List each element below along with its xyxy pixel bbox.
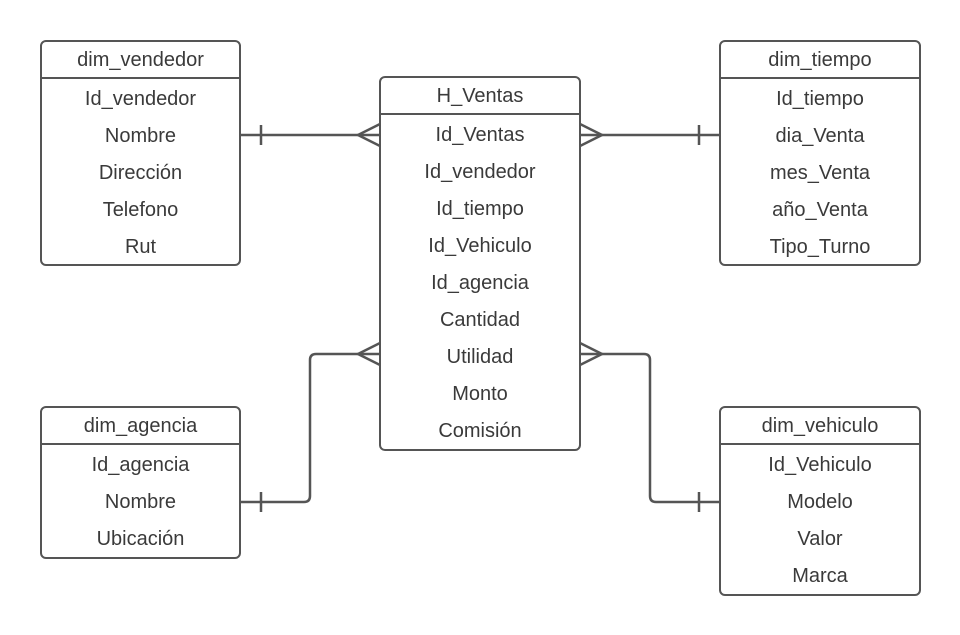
field-id-tiempo: Id_tiempo (436, 198, 524, 220)
entity-title: H_Ventas (381, 78, 579, 115)
field-comision: Comisión (438, 420, 522, 442)
entity-dim-vendedor[interactable]: dim_vendedor Id_vendedor Nombre Direcció… (40, 40, 241, 266)
field-id-agencia: Id_agencia (431, 272, 529, 294)
field-id-vendedor: Id_vendedor (84, 88, 197, 110)
field-modelo: Modelo (787, 491, 853, 513)
field-ano-venta: año_Venta (772, 199, 868, 221)
field-id-agencia: Id_agencia (91, 454, 190, 476)
many-crowfoot (356, 341, 381, 367)
entity-dim-vehiculo[interactable]: dim_vehiculo Id_Vehiculo Modelo Valor Ma… (719, 406, 921, 596)
field-utilidad: Utilidad (446, 346, 514, 368)
relationship-agencia-ventas (240, 341, 381, 512)
field-id-vehiculo: Id_Vehiculo (428, 235, 532, 257)
field-mes-venta: mes_Venta (769, 162, 871, 184)
field-nombre: Nombre (104, 491, 177, 513)
relationship-tiempo-ventas (579, 122, 720, 148)
field-valor: Valor (797, 528, 843, 550)
many-crowfoot (579, 341, 604, 367)
many-crowfoot (356, 122, 381, 148)
field-nombre: Nombre (104, 125, 177, 147)
entity-title: dim_agencia (42, 408, 239, 445)
entity-title: dim_vendedor (42, 42, 239, 79)
field-id-vehiculo: Id_Vehiculo (768, 454, 872, 476)
field-telefono: Telefono (102, 199, 179, 221)
entity-h-ventas[interactable]: H_Ventas Id_Ventas Id_vendedor Id_tiempo… (379, 76, 581, 451)
field-monto: Monto (452, 383, 508, 405)
entity-title: dim_vehiculo (721, 408, 919, 445)
relationship-vehiculo-ventas (579, 341, 720, 512)
field-marca: Marca (792, 565, 848, 587)
field-tipo-turno: Tipo_Turno (769, 236, 871, 258)
entity-dim-agencia[interactable]: dim_agencia Id_agencia Nombre Ubicación (40, 406, 241, 559)
field-id-tiempo: Id_tiempo (776, 88, 864, 110)
entity-dim-tiempo[interactable]: dim_tiempo Id_tiempo dia_Venta mes_Venta… (719, 40, 921, 266)
field-direccion: Dirección (98, 162, 183, 184)
relationship-vendedor-ventas (240, 122, 381, 148)
field-ubicacion: Ubicación (96, 528, 185, 550)
field-dia-venta: dia_Venta (775, 125, 865, 147)
many-crowfoot (579, 122, 604, 148)
field-id-ventas: Id_Ventas (435, 124, 525, 146)
field-cantidad: Cantidad (439, 309, 521, 331)
field-rut: Rut (124, 236, 157, 258)
field-id-vendedor: Id_vendedor (424, 161, 536, 183)
entity-title: dim_tiempo (721, 42, 919, 79)
